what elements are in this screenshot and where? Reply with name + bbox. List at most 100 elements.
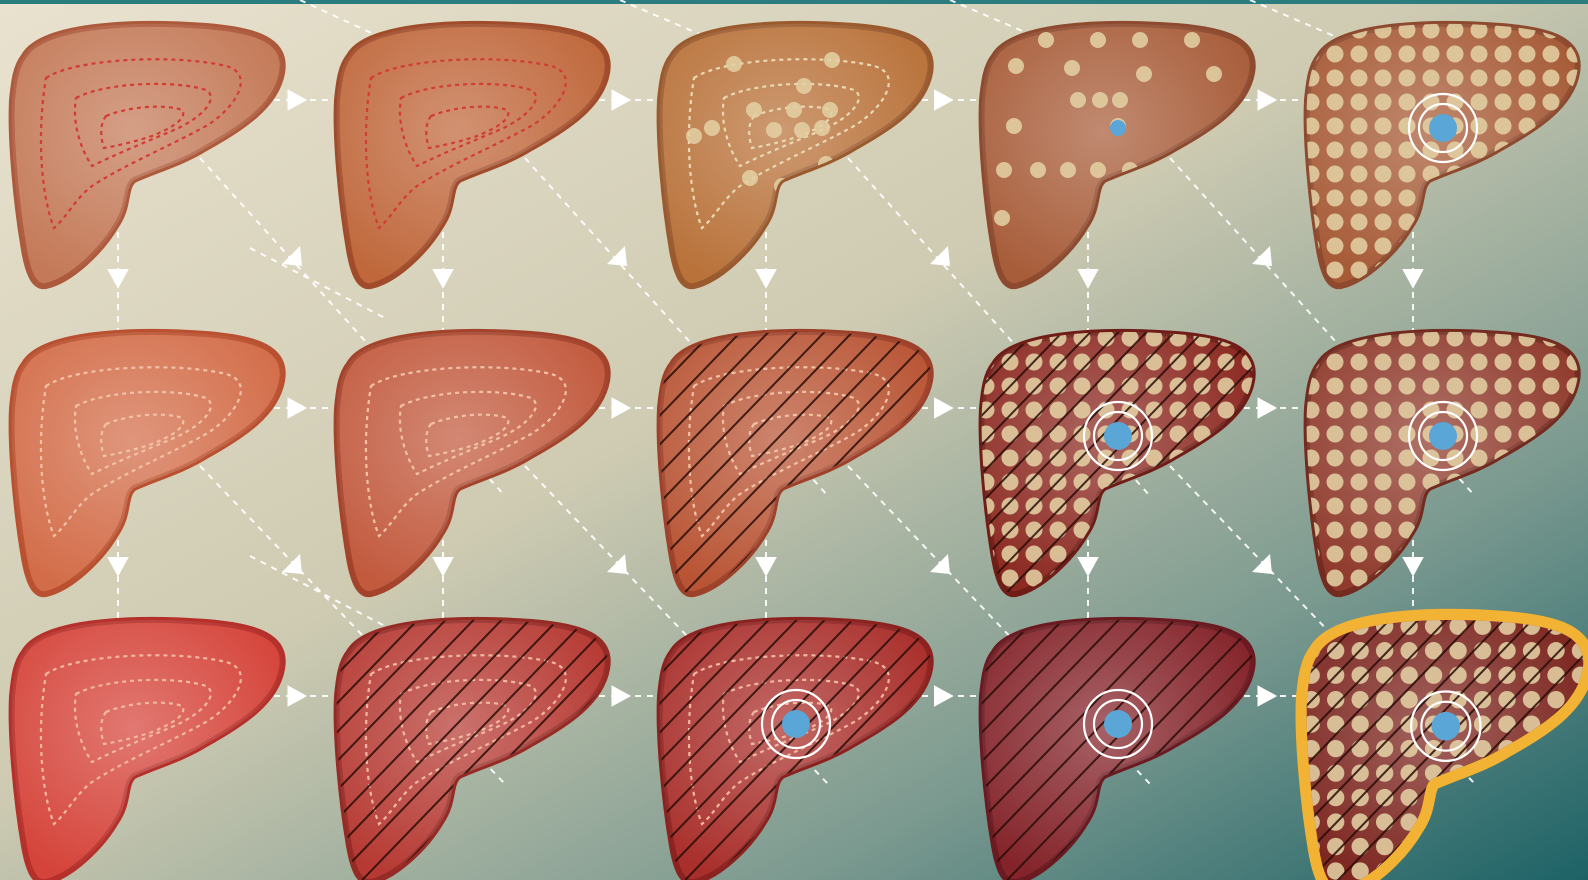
fat-droplet xyxy=(1375,474,1392,491)
fat-droplet xyxy=(1112,92,1128,108)
fat-droplet xyxy=(1495,46,1512,63)
fat-droplet xyxy=(1006,118,1022,134)
fat-droplet xyxy=(1218,402,1235,419)
fat-droplet xyxy=(1519,94,1536,111)
fat-droplet xyxy=(1351,667,1368,684)
fat-droplet xyxy=(1399,166,1416,183)
fat-droplet xyxy=(1351,715,1368,732)
fat-droplet xyxy=(1351,402,1368,419)
fat-droplet xyxy=(1519,402,1536,419)
fat-droplet xyxy=(1375,166,1392,183)
fat-droplet xyxy=(1327,70,1344,87)
fat-droplet xyxy=(1547,691,1564,708)
fat-droplet xyxy=(1399,190,1416,207)
fat-droplet xyxy=(1423,354,1440,371)
fat-droplet xyxy=(1543,94,1560,111)
fat-droplet xyxy=(1050,426,1067,443)
fat-droplet xyxy=(1495,70,1512,87)
fat-droplet xyxy=(726,56,742,72)
fat-droplet xyxy=(1327,426,1344,443)
tumor-target-icon xyxy=(1429,422,1457,450)
fat-droplet xyxy=(1471,46,1488,63)
fat-droplet xyxy=(824,52,840,68)
fat-droplet xyxy=(1327,402,1344,419)
fat-droplet xyxy=(1136,66,1152,82)
fat-droplet xyxy=(1008,58,1024,74)
fat-droplet xyxy=(1447,354,1464,371)
fat-droplet xyxy=(1070,92,1086,108)
tumor-target-icon xyxy=(1110,120,1126,136)
fat-droplet xyxy=(1050,378,1067,395)
top-band xyxy=(0,0,1588,4)
fat-droplet xyxy=(1050,354,1067,371)
fat-droplet xyxy=(1375,70,1392,87)
fat-droplet xyxy=(1447,378,1464,395)
fat-droplet xyxy=(1327,190,1344,207)
fat-droplet xyxy=(1471,402,1488,419)
fat-droplet xyxy=(1060,162,1076,178)
fat-droplet xyxy=(1519,378,1536,395)
fat-droplet xyxy=(1375,118,1392,135)
fat-droplet xyxy=(1030,162,1046,178)
fat-droplet xyxy=(1399,474,1416,491)
fat-droplet xyxy=(1375,498,1392,515)
fat-droplet xyxy=(1351,838,1368,855)
fat-droplet xyxy=(1327,94,1344,111)
fat-droplet xyxy=(1471,426,1488,443)
fat-droplet xyxy=(1327,715,1344,732)
fat-droplet xyxy=(1375,426,1392,443)
fat-droplet xyxy=(1026,450,1043,467)
fat-droplet xyxy=(1375,378,1392,395)
fat-droplet xyxy=(1351,474,1368,491)
fat-droplet xyxy=(1351,546,1368,563)
fat-droplet xyxy=(1519,46,1536,63)
fat-droplet xyxy=(1375,94,1392,111)
fat-droplet xyxy=(1495,94,1512,111)
fat-droplet xyxy=(1122,378,1139,395)
fat-droplet xyxy=(1050,402,1067,419)
fat-droplet xyxy=(1447,46,1464,63)
fat-droplet xyxy=(1002,498,1019,515)
fat-droplet xyxy=(1327,474,1344,491)
fat-droplet xyxy=(1327,118,1344,135)
fat-droplet xyxy=(1351,190,1368,207)
fat-droplet xyxy=(1074,498,1091,515)
fat-droplet xyxy=(1351,354,1368,371)
fat-droplet xyxy=(1327,570,1344,587)
fat-droplet xyxy=(814,120,830,136)
fat-droplet xyxy=(1399,498,1416,515)
fat-droplet xyxy=(1495,354,1512,371)
fat-droplet xyxy=(1327,740,1344,757)
fat-droplet xyxy=(1543,354,1560,371)
fat-droplet xyxy=(1092,92,1108,108)
fat-droplet xyxy=(1375,46,1392,63)
fat-droplet xyxy=(786,102,802,118)
tumor-target-icon xyxy=(1429,114,1457,142)
fat-droplet xyxy=(1351,691,1368,708)
fat-droplet xyxy=(1474,642,1491,659)
fat-droplet xyxy=(996,162,1012,178)
tumor-target-icon xyxy=(1432,712,1461,741)
tumor-target-icon xyxy=(782,710,810,738)
fat-droplet xyxy=(1351,214,1368,231)
fat-droplet xyxy=(1351,70,1368,87)
tumor-target-icon xyxy=(1104,422,1132,450)
fat-droplet xyxy=(1474,667,1491,684)
fat-droplet xyxy=(1074,354,1091,371)
fat-droplet xyxy=(1400,764,1417,781)
fat-droplet xyxy=(1471,354,1488,371)
fat-droplet xyxy=(1026,378,1043,395)
fat-droplet xyxy=(1447,70,1464,87)
fat-droplet xyxy=(1050,522,1067,539)
fat-droplet xyxy=(1399,426,1416,443)
fat-droplet xyxy=(1146,354,1163,371)
fat-droplet xyxy=(1327,262,1344,279)
fat-droplet xyxy=(1090,162,1106,178)
fat-droplet xyxy=(1523,691,1540,708)
fat-droplet xyxy=(1327,46,1344,63)
fat-droplet xyxy=(1399,118,1416,135)
fat-droplet xyxy=(1375,354,1392,371)
fat-droplet xyxy=(1423,70,1440,87)
fat-droplet xyxy=(1327,378,1344,395)
fat-droplet xyxy=(1327,764,1344,781)
